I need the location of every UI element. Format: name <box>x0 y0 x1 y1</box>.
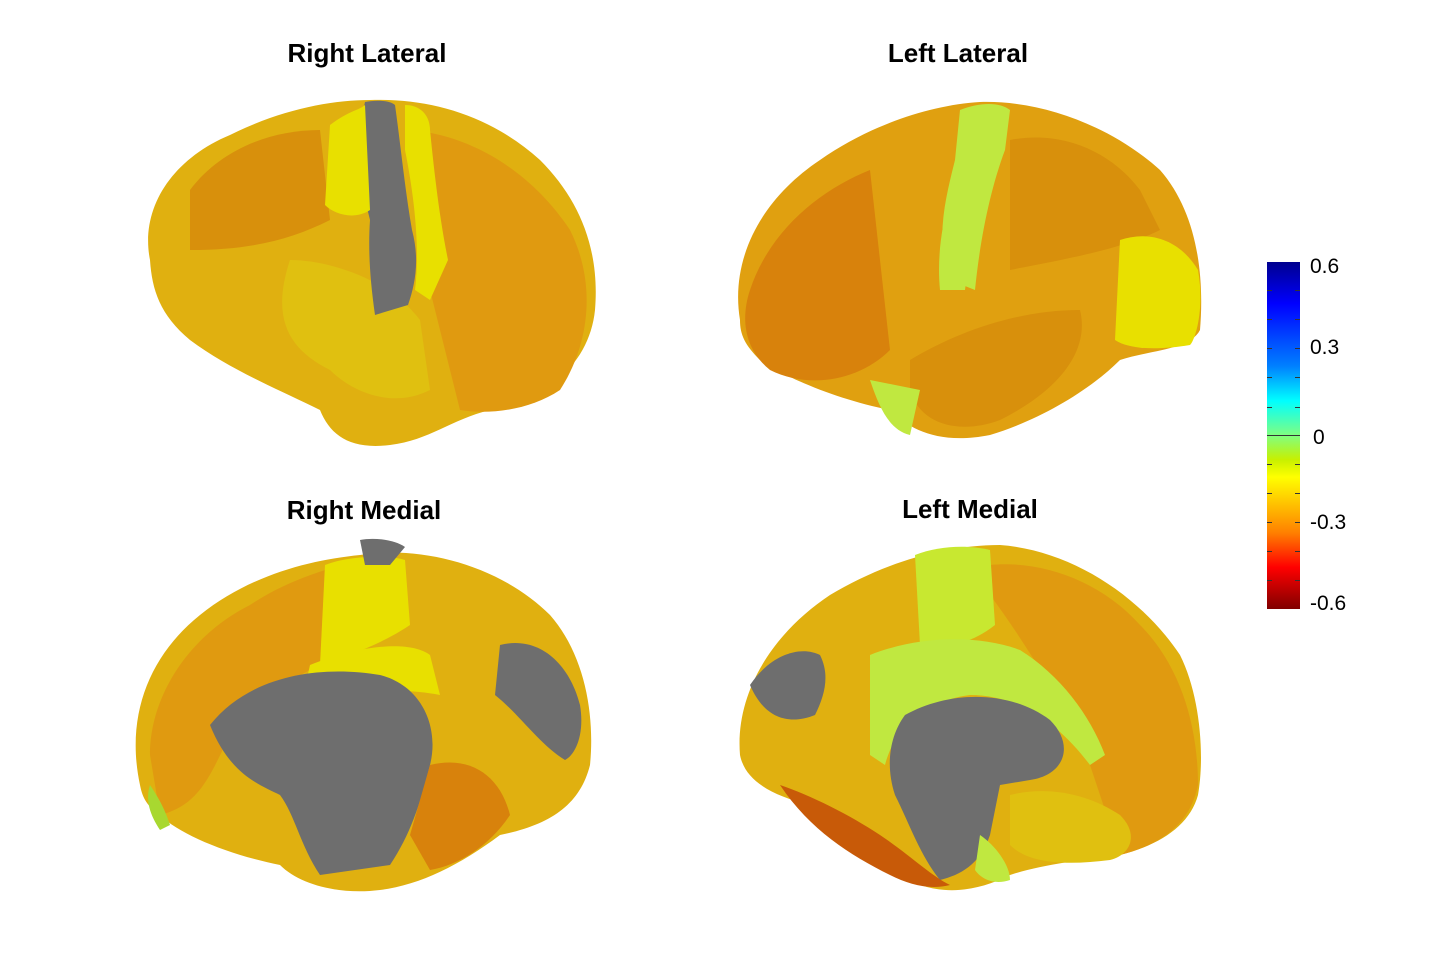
colorbar-label-zero: 0 <box>1313 426 1325 449</box>
colorbar-label-neg-0-3: -0.3 <box>1310 511 1347 534</box>
panel-title-right-lateral: Right Lateral <box>287 38 447 68</box>
brain-right-lateral <box>148 99 596 446</box>
colorbar <box>1267 262 1300 609</box>
brain-left-medial <box>739 545 1201 891</box>
panel-title-left-medial: Left Medial <box>902 494 1038 524</box>
colorbar-label-max: 0.6 <box>1310 255 1340 278</box>
colorbar-label-0-3: 0.3 <box>1310 336 1340 359</box>
brain-right-medial <box>135 538 592 892</box>
panel-title-left-lateral: Left Lateral <box>887 38 1029 68</box>
colorbar-label-min: -0.6 <box>1310 592 1347 615</box>
panel-title-right-medial: Right Medial <box>286 495 442 525</box>
brain-left-lateral <box>738 101 1202 439</box>
